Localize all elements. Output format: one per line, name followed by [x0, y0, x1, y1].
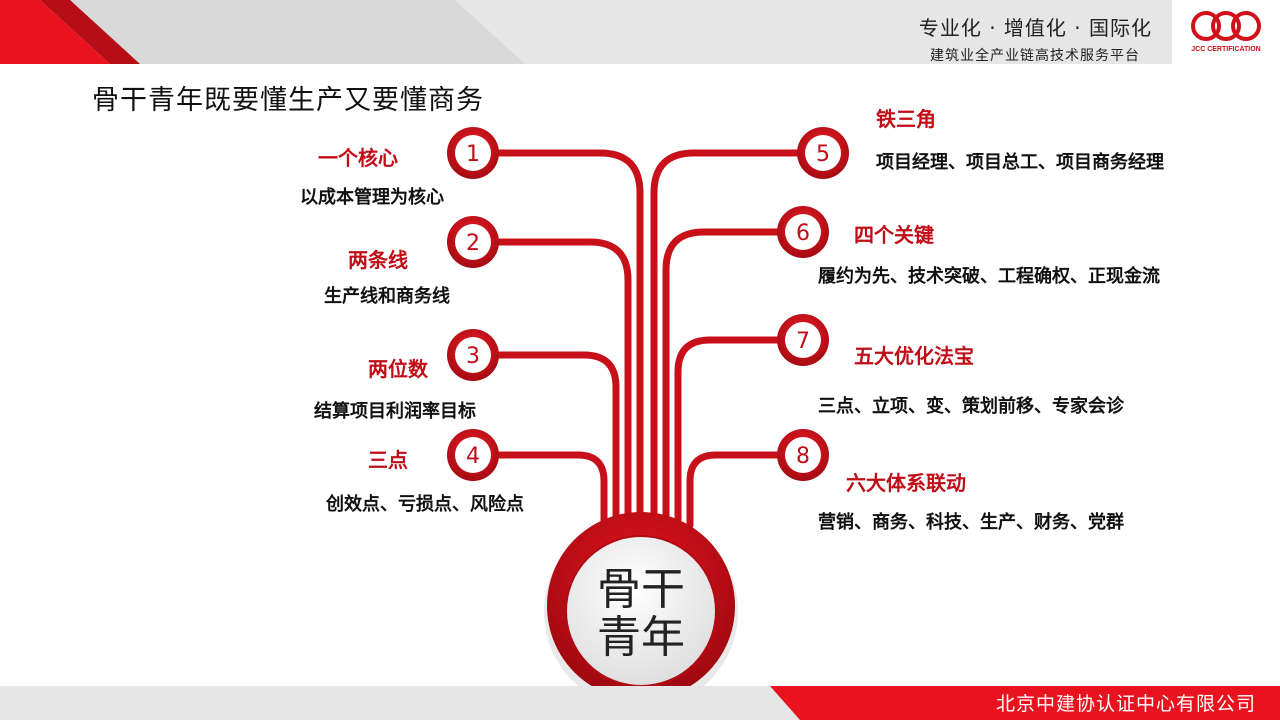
item-8-description: 营销、商务、科技、生产、财务、党群 [818, 512, 1124, 533]
footer-red-band [770, 686, 1280, 720]
company-logo: JCC CERTIFICATION [1172, 0, 1280, 64]
item-1-description: 以成本管理为核心 [300, 187, 444, 208]
branch-line-4 [491, 451, 608, 529]
node-number-8: 8 [796, 444, 810, 469]
item-2-heading: 两条线 [348, 248, 408, 272]
item-7-description: 三点、立项、变、策划前移、专家会诊 [818, 396, 1124, 417]
footer-company-name: 北京中建协认证中心有限公司 [995, 693, 1256, 715]
item-4-heading: 三点 [368, 448, 408, 472]
branch-line-5 [650, 149, 805, 529]
node-number-6: 6 [796, 221, 810, 246]
node-3: 3 [447, 329, 499, 381]
logo-rings-icon [1191, 11, 1261, 41]
node-6: 6 [777, 206, 829, 258]
page-title: 骨干青年既要懂生产又要懂商务 [92, 85, 484, 116]
logo-text: JCC CERTIFICATION [1191, 46, 1261, 53]
item-4-description: 创效点、亏损点、风险点 [326, 494, 524, 515]
item-8-heading: 六大体系联动 [846, 471, 966, 495]
footer-bar [0, 686, 1280, 720]
node-5: 5 [797, 127, 849, 179]
branch-line-3 [491, 351, 620, 529]
node-number-5: 5 [816, 142, 830, 167]
node-number-2: 2 [466, 231, 480, 256]
item-1-heading: 一个核心 [318, 146, 398, 170]
branch-line-6 [662, 228, 785, 529]
node-number-4: 4 [466, 444, 480, 469]
node-number-1: 1 [466, 142, 480, 167]
center-label-line2: 青年 [597, 612, 685, 663]
branch-line-7 [674, 336, 785, 529]
item-3-description: 结算项目利润率目标 [314, 401, 476, 422]
node-2: 2 [447, 216, 499, 268]
top-red-corner [0, 0, 110, 64]
node-number-7: 7 [796, 329, 810, 354]
top-decor-bar [0, 0, 1280, 64]
item-5-heading: 铁三角 [876, 107, 936, 131]
item-5-description: 项目经理、项目总工、项目商务经理 [876, 152, 1164, 173]
item-6-heading: 四个关键 [854, 223, 934, 247]
node-1: 1 [447, 127, 499, 179]
center-label-line1: 骨干 [597, 564, 685, 615]
node-8: 8 [777, 429, 829, 481]
item-7-heading: 五大优化法宝 [854, 344, 974, 368]
item-6-description: 履约为先、技术突破、工程确权、正现金流 [818, 266, 1160, 287]
top-gray-stripe [70, 0, 525, 64]
item-3-heading: 两位数 [368, 357, 428, 381]
branch-line-2 [491, 238, 632, 529]
node-number-3: 3 [466, 344, 480, 369]
header-slogan: 专业化 · 增值化 · 国际化 [918, 16, 1152, 40]
header-subtitle: 建筑业全产业链高技术服务平台 [930, 48, 1140, 64]
top-red-stripe [40, 0, 140, 64]
branch-line-1 [491, 149, 644, 529]
item-2-description: 生产线和商务线 [324, 286, 450, 307]
node-4: 4 [447, 429, 499, 481]
branch-line-8 [686, 451, 785, 529]
node-7: 7 [777, 314, 829, 366]
